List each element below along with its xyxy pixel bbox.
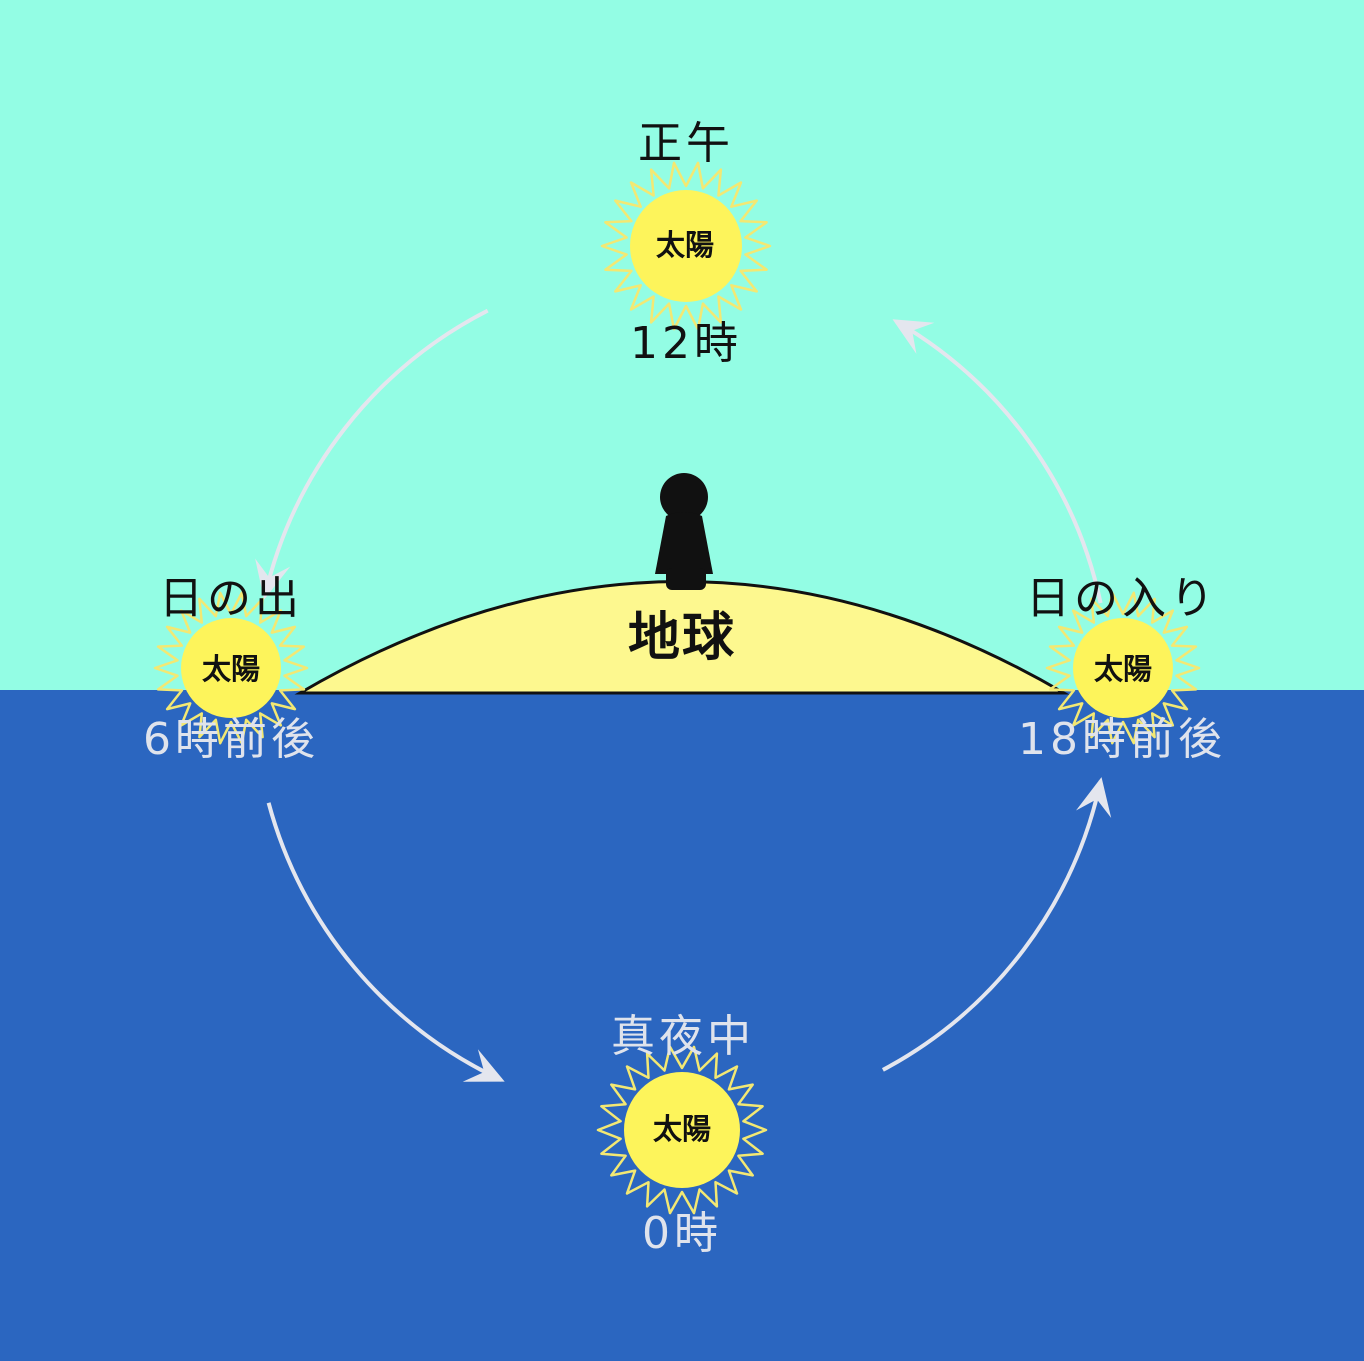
sunset-name: 日の入り xyxy=(1026,573,1218,624)
sunset-sun-label: 太陽 xyxy=(1093,652,1153,686)
sunset-time: 18時前後 xyxy=(1018,714,1226,765)
midnight-name: 真夜中 xyxy=(611,1011,755,1062)
noon-name: 正午 xyxy=(638,118,734,169)
person-icon xyxy=(655,473,713,590)
suns-group xyxy=(153,161,1201,1215)
sunrise-name: 日の出 xyxy=(159,573,303,624)
earth-label: 地球 xyxy=(627,608,737,668)
midnight-time: 0時 xyxy=(642,1208,722,1259)
noon-sun-label: 太陽 xyxy=(655,228,715,262)
noon-time: 12時 xyxy=(630,318,742,369)
sunrise-sun-icon xyxy=(153,591,309,745)
arrow-to-sunset-icon xyxy=(881,777,1112,1072)
sunrise-time: 6時前後 xyxy=(143,714,319,765)
arrow-to-noon-icon xyxy=(266,802,505,1082)
noon-sun-icon xyxy=(600,161,772,331)
arrow-to-sunrise-icon xyxy=(255,308,489,600)
arrow-to-midnight-icon xyxy=(892,319,1103,604)
sunset-sun-icon xyxy=(1045,591,1201,745)
midnight-sun-label: 太陽 xyxy=(652,1112,712,1146)
midnight-sun-icon xyxy=(596,1045,768,1215)
sunrise-sun-label: 太陽 xyxy=(201,652,261,686)
orbit-arrows xyxy=(255,308,1112,1082)
night-background xyxy=(0,690,1364,1361)
